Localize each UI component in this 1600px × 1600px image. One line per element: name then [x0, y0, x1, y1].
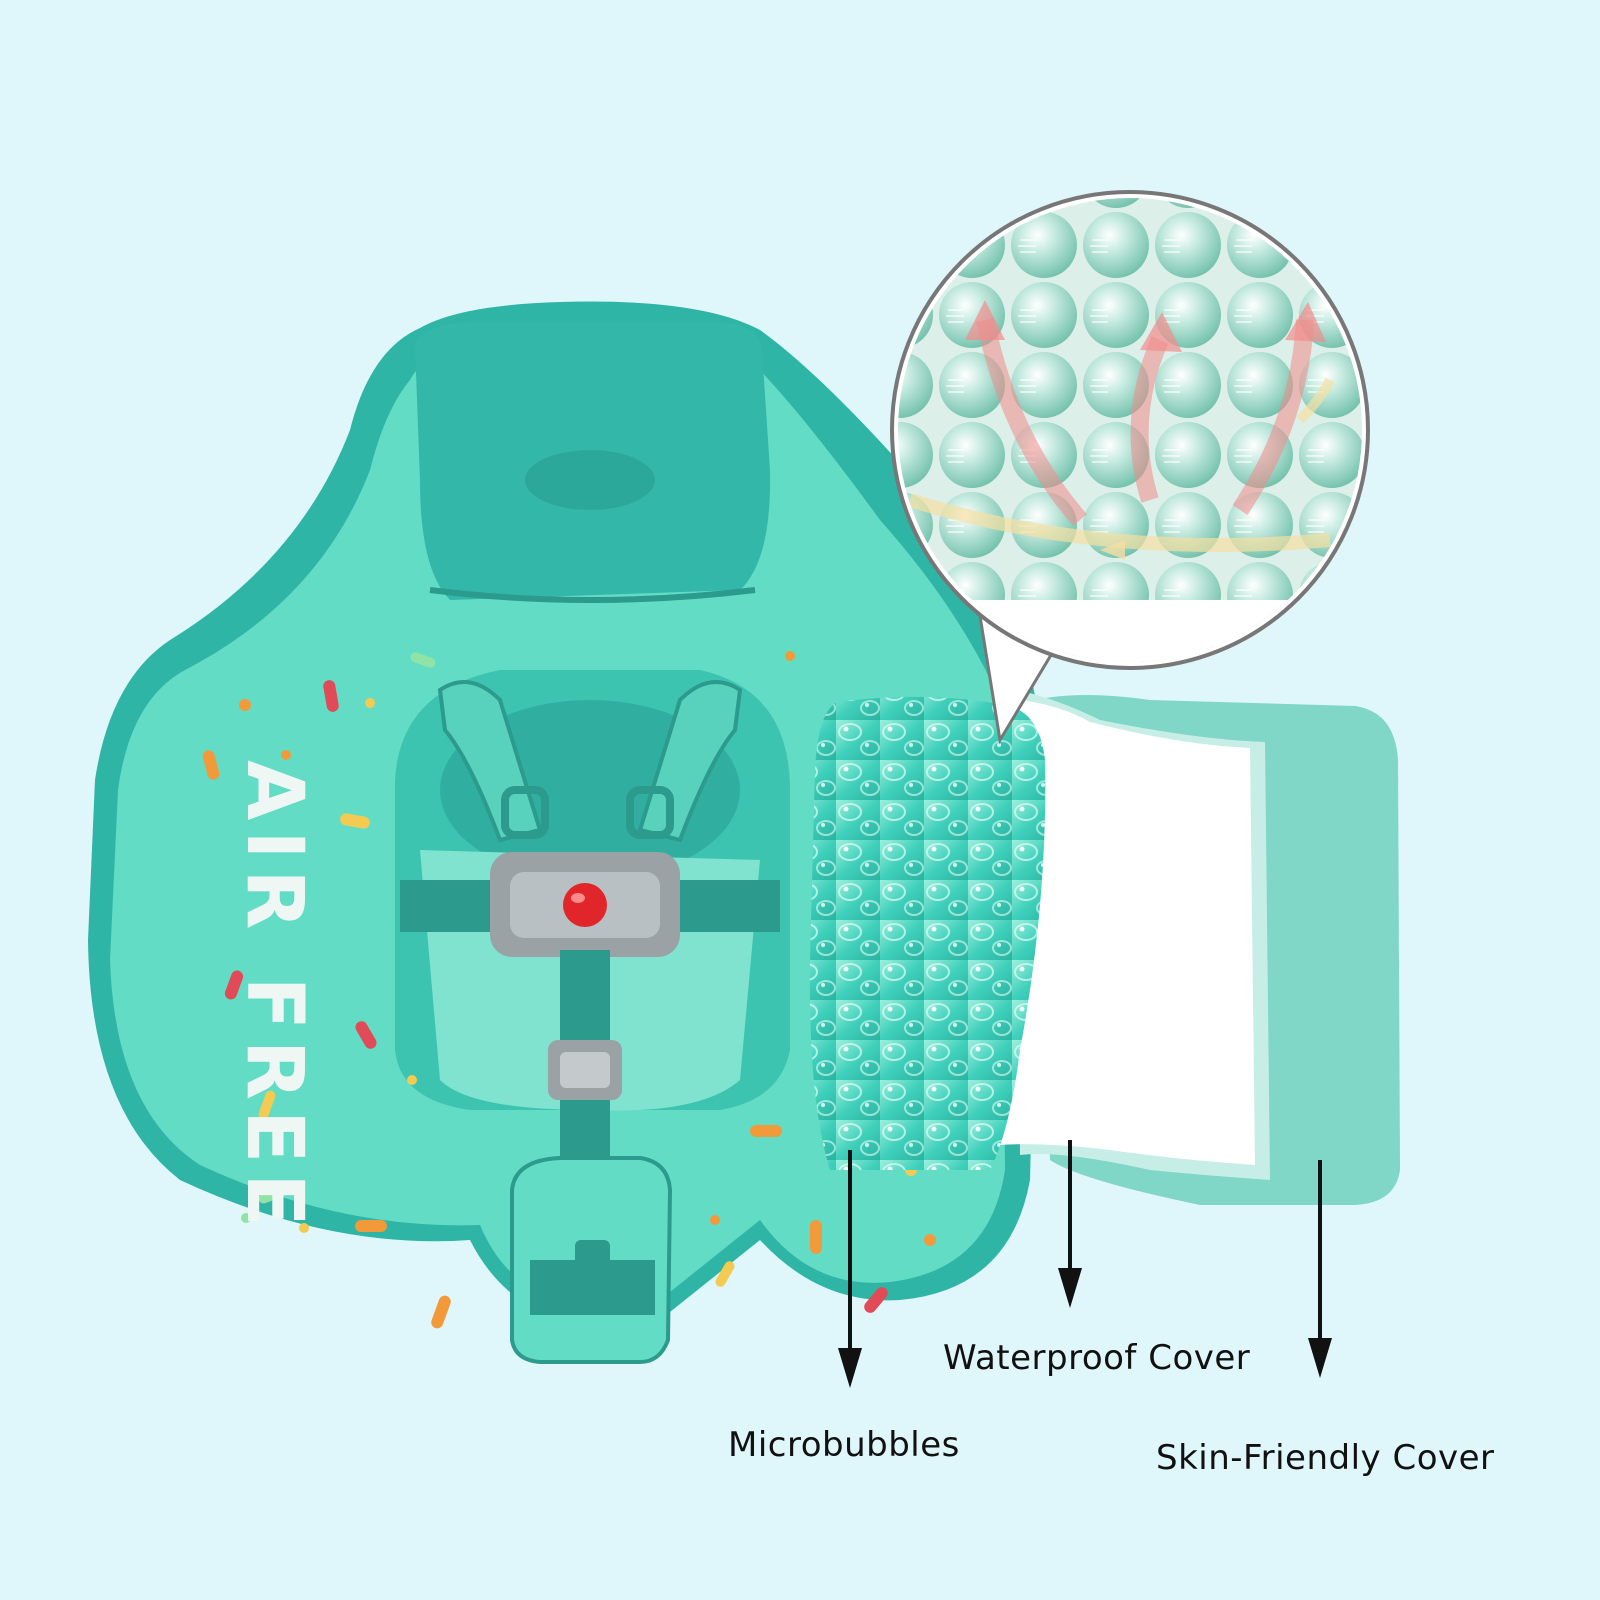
waterproof-cover-label: Waterproof Cover: [943, 1338, 1251, 1378]
microbubbles-label: Microbubbles: [728, 1425, 960, 1465]
pointer-arrows: [838, 1140, 1332, 1388]
buckle-button: [563, 883, 607, 927]
cross-section: [809, 690, 1400, 1205]
air-free-print: AIR FREE: [229, 760, 319, 1237]
microbubbles-layer: [809, 696, 1046, 1170]
skin-friendly-cover-label: Skin-Friendly Cover: [1156, 1438, 1495, 1478]
baby-float: AIR FREE: [88, 301, 1040, 1364]
